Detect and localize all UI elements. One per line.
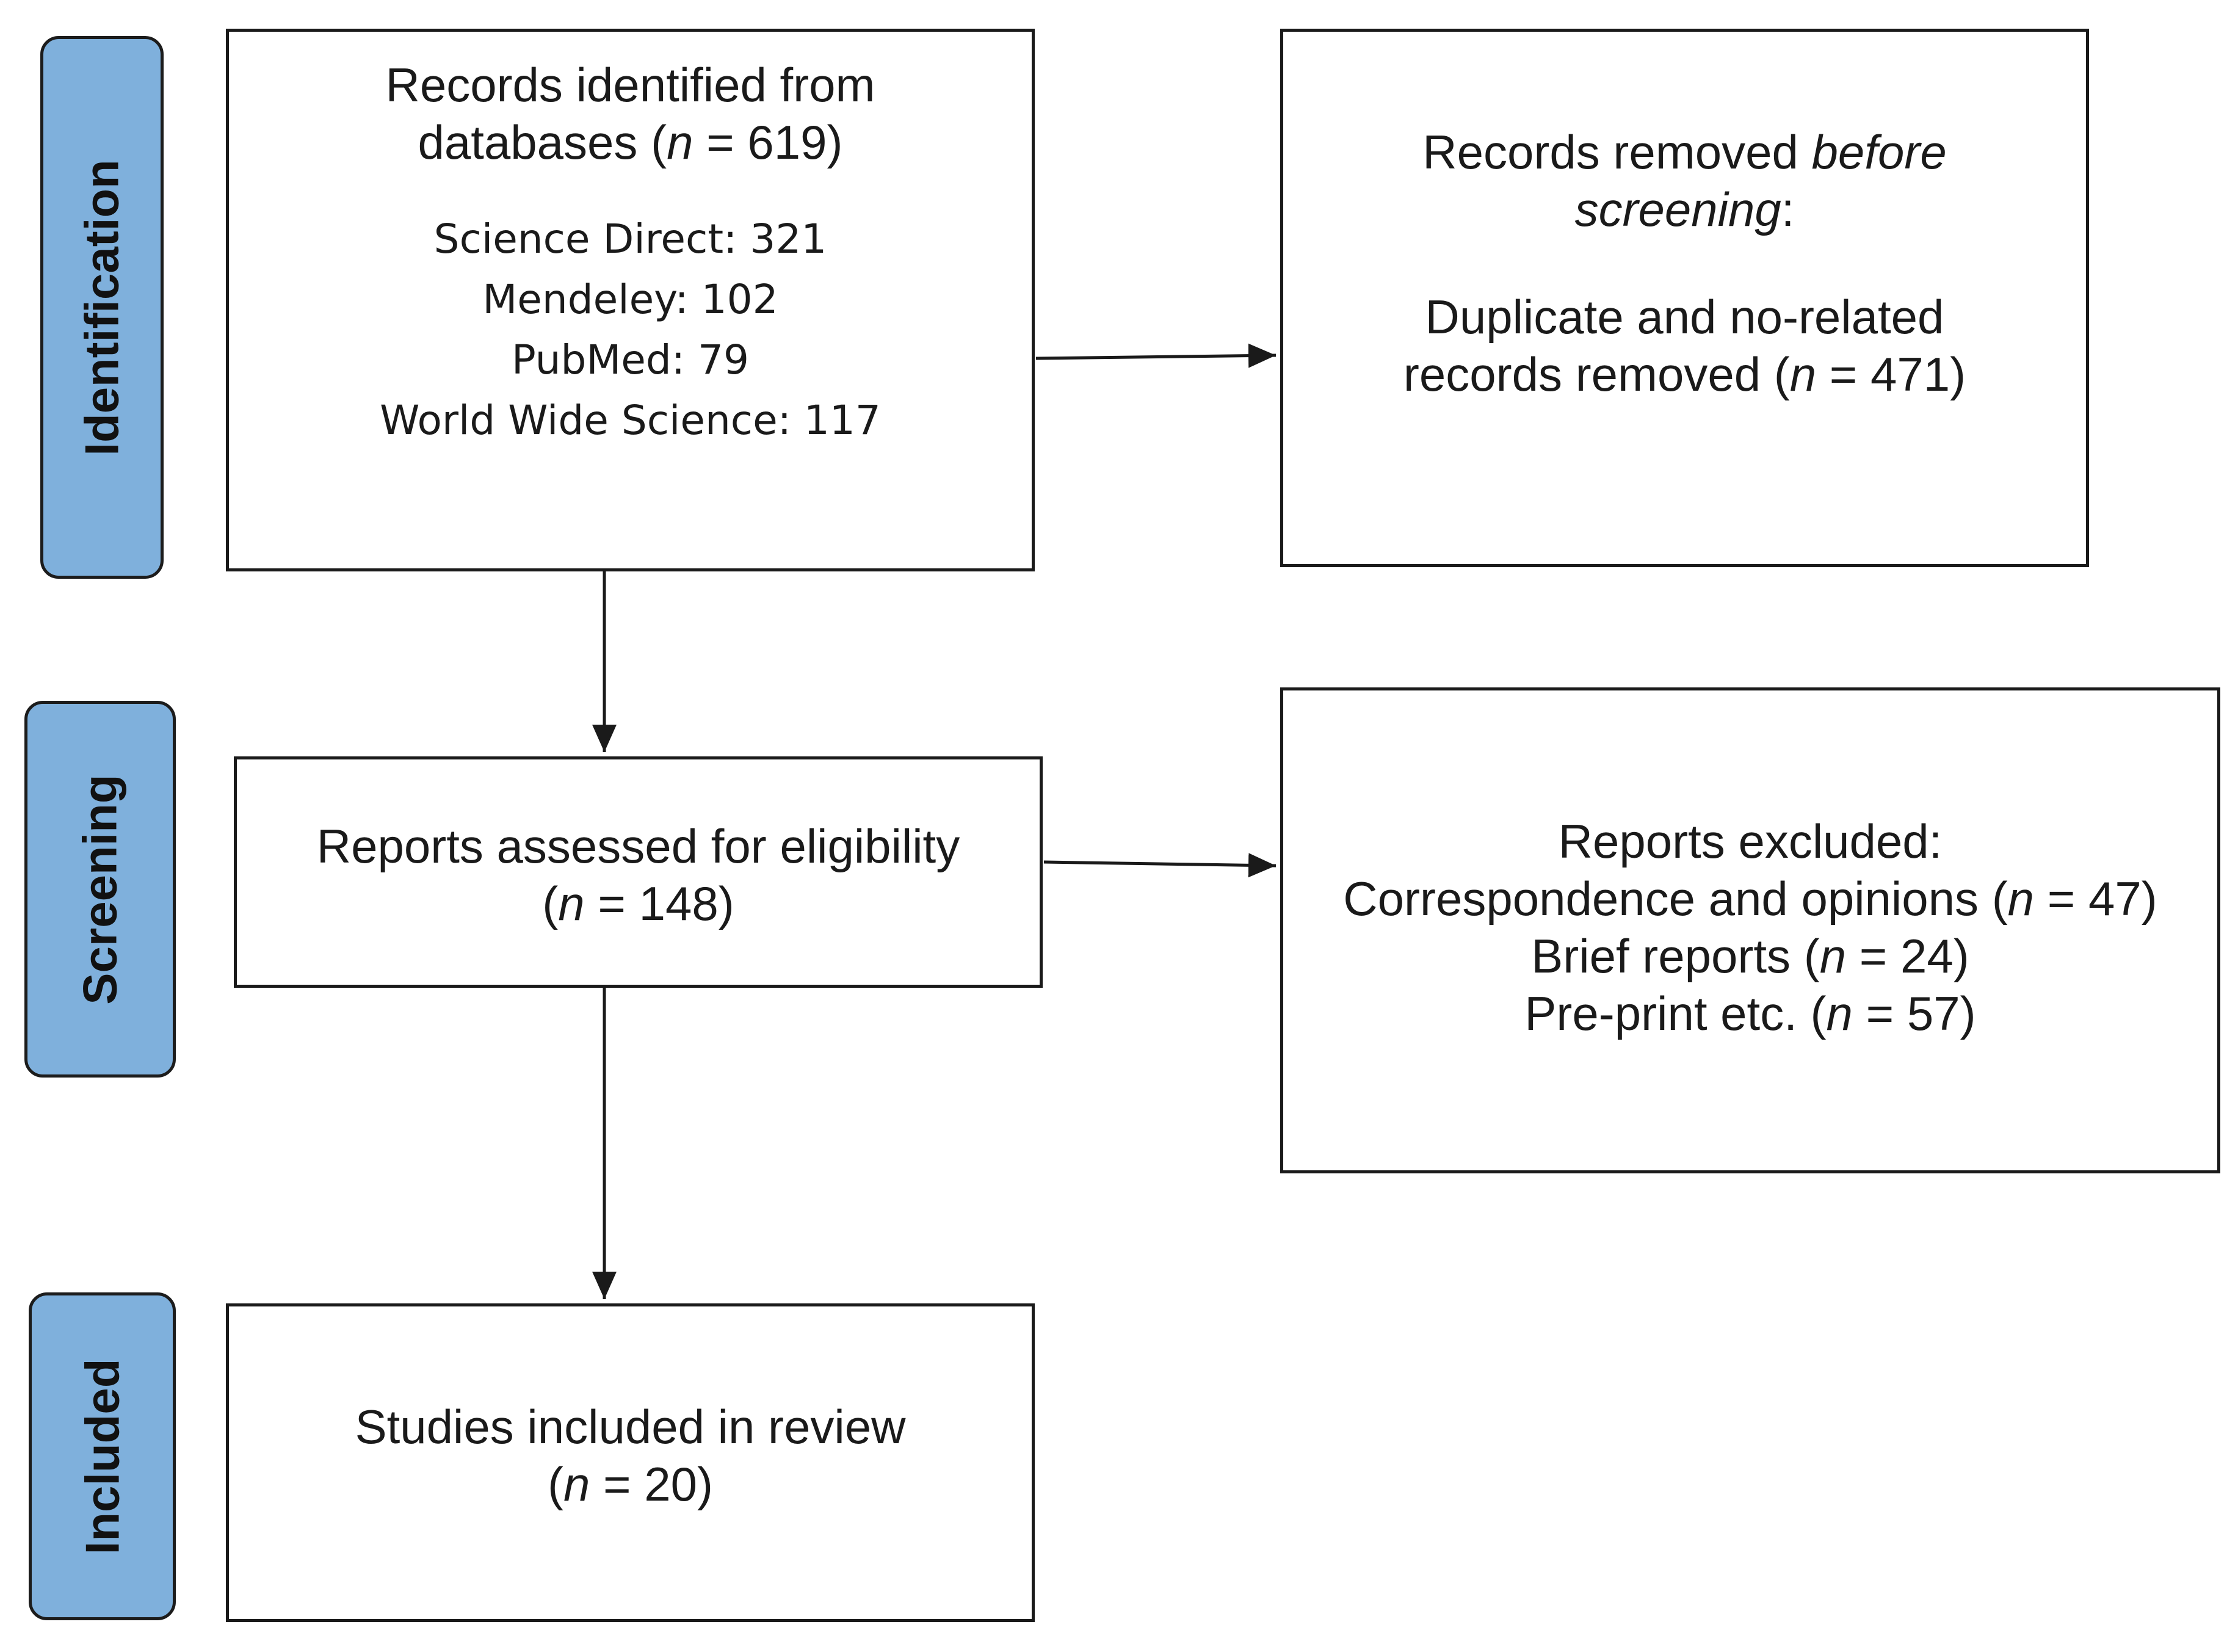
records-removed-line4: records removed (n = 471) <box>1403 347 1966 401</box>
studies-included-box: Studies included in review (n = 20) <box>226 1303 1035 1622</box>
records-removed-line1: Records removed before <box>1422 125 1947 179</box>
records-identified-line2: databases (n = 619) <box>418 115 843 169</box>
reports-assessed-line2: (n = 148) <box>542 877 734 930</box>
source-pubmed: PubMed: 79 <box>511 336 749 383</box>
phase-screening: Screening <box>24 701 176 1078</box>
records-removed-box: Records removed before screening: Duplic… <box>1280 29 2089 567</box>
reports-assessed-line1: Reports assessed for eligibility <box>316 819 960 873</box>
source-science-direct: Science Direct: 321 <box>433 216 827 263</box>
records-removed-line3: Duplicate and no-related <box>1425 290 1944 344</box>
excluded-brief-reports: Brief reports (n = 24) <box>1531 929 1969 983</box>
source-mendeley: Mendeley: 102 <box>482 276 778 323</box>
arrow-identified-to-removed <box>1035 343 1277 368</box>
reports-assessed-box: Reports assessed for eligibility (n = 14… <box>234 756 1043 988</box>
records-identified-box: Records identified from databases (n = 6… <box>226 29 1035 571</box>
studies-included-line2: (n = 20) <box>547 1457 713 1511</box>
studies-included-line1: Studies included in review <box>355 1400 906 1454</box>
phase-included: Included <box>29 1292 176 1620</box>
excluded-correspondence: Correspondence and opinions (n = 47) <box>1343 872 2157 926</box>
reports-excluded-box: Reports excluded: Correspondence and opi… <box>1280 687 2220 1173</box>
source-world-wide-science: World Wide Science: 117 <box>380 397 881 444</box>
reports-excluded-line1: Reports excluded: <box>1558 814 1943 868</box>
arrow-assessed-to-excluded <box>1043 853 1277 878</box>
records-identified-line1: Records identified from <box>385 58 875 112</box>
excluded-pre-print: Pre-print etc. (n = 57) <box>1524 987 1976 1040</box>
phase-identification: Identification <box>40 36 164 579</box>
records-removed-line2: screening: <box>1574 183 1795 236</box>
